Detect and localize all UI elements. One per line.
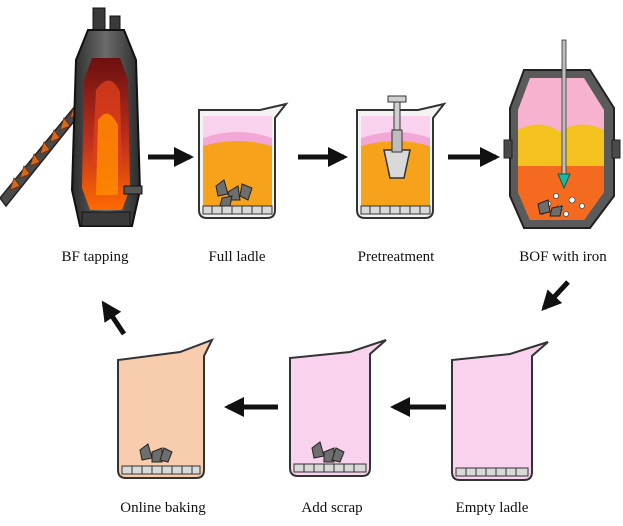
arrow-icon	[101, 147, 570, 417]
label-add-scrap: Add scrap	[301, 500, 362, 516]
ladle-icon	[451, 341, 549, 481]
full-ladle	[198, 102, 289, 219]
arrow-bof-to-empty	[541, 280, 570, 311]
blast-furnace-icon	[0, 7, 143, 227]
ladle-icon	[289, 339, 387, 477]
ladle-icon	[117, 338, 215, 479]
add-scrap-ladle	[289, 339, 387, 477]
ladle-icon	[198, 102, 289, 219]
label-bof-with-iron: BOF with iron	[519, 249, 607, 265]
scrap-icon	[311, 441, 345, 463]
label-empty-ladle: Empty ladle	[456, 500, 529, 516]
scrap-icon	[215, 179, 253, 207]
empty-ladle	[451, 341, 549, 481]
converter-icon	[503, 39, 621, 229]
label-bf-tapping: BF tapping	[61, 249, 129, 265]
label-full-ladle: Full ladle	[208, 249, 265, 265]
online-baking-ladle	[117, 338, 215, 479]
scrap-icon	[537, 199, 563, 217]
arrow-baking-to-bf	[101, 300, 127, 336]
pretreatment-ladle	[356, 95, 447, 219]
scrap-icon	[139, 443, 173, 463]
label-pretreatment: Pretreatment	[358, 249, 435, 265]
label-online-baking: Online baking	[120, 500, 206, 516]
stirrer-icon	[383, 95, 411, 179]
